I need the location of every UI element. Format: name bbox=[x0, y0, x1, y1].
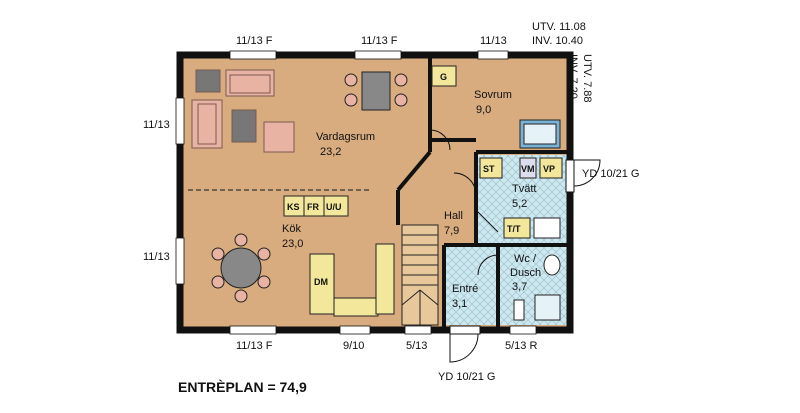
fixture-st: ST bbox=[483, 164, 495, 174]
fixture-g: G bbox=[440, 72, 447, 82]
room-entre-name: Entré bbox=[452, 283, 478, 295]
inv-label: INV. 10.40 bbox=[532, 35, 583, 47]
utv-label: UTV. 11.08 bbox=[532, 21, 586, 33]
room-vardagsrum-area: 23,2 bbox=[320, 146, 341, 158]
sovrum-fixtures bbox=[431, 65, 561, 149]
door-side-label: YD 10/21 G bbox=[582, 168, 639, 180]
plan-title: ENTRÈPLAN = 74,9 bbox=[178, 379, 307, 395]
window-left-upper: 11/13 bbox=[143, 119, 170, 131]
interior-walls bbox=[396, 55, 570, 330]
dining-table-kitchen bbox=[211, 233, 271, 303]
floor-entre bbox=[444, 245, 498, 325]
room-sovrum-area: 9,0 bbox=[476, 104, 491, 116]
room-kok-name: Kök bbox=[282, 223, 301, 235]
staircase bbox=[401, 224, 439, 326]
fixture-ks: KS bbox=[287, 202, 300, 212]
room-hall-area: 7,9 bbox=[444, 225, 459, 237]
window-bottom-left: 11/13 F bbox=[236, 340, 273, 352]
room-hall-name: Hall bbox=[444, 210, 463, 222]
window-top-left: 11/13 F bbox=[236, 35, 273, 47]
fixture-vm: VM bbox=[521, 164, 535, 174]
room-kok-area: 23,0 bbox=[282, 238, 303, 250]
window-bottom-mid: 9/10 bbox=[343, 340, 364, 352]
room-tvatt-name: Tvätt bbox=[512, 183, 536, 195]
fixture-uu: U/U bbox=[326, 202, 342, 212]
window-bottom-right: 5/13 R bbox=[505, 340, 537, 352]
window-left-lower: 11/13 bbox=[143, 251, 170, 263]
kitchen-cabinets bbox=[283, 195, 395, 317]
fixture-vp: VP bbox=[543, 164, 555, 174]
room-vardagsrum-name: Vardagsrum bbox=[316, 131, 375, 143]
room-entre-area: 3,1 bbox=[452, 298, 467, 310]
room-wc-name: Wc / bbox=[514, 253, 537, 265]
sofa-group bbox=[191, 69, 295, 153]
door-front-label: YD 10/21 G bbox=[438, 371, 495, 383]
room-wc-area: 3,7 bbox=[512, 281, 527, 293]
inv-right-label: INV. 7.20 bbox=[567, 54, 579, 99]
window-top-mid: 11/13 F bbox=[361, 35, 398, 47]
wc-fixtures bbox=[513, 254, 561, 321]
fixture-dm: DM bbox=[314, 277, 328, 287]
windows bbox=[175, 50, 537, 335]
doors bbox=[429, 129, 601, 363]
fixture-tt: T/T bbox=[507, 224, 521, 234]
window-bottom-stair: 5/13 bbox=[406, 340, 427, 352]
fixture-fr: FR bbox=[307, 202, 319, 212]
utv-right-label: UTV. 7.88 bbox=[581, 54, 593, 103]
tvatt-fixtures bbox=[479, 157, 563, 239]
room-sovrum-name: Sovrum bbox=[474, 89, 512, 101]
room-tvatt-area: 5,2 bbox=[512, 198, 527, 210]
dining-table-living bbox=[344, 71, 408, 111]
window-top-right: 11/13 bbox=[480, 35, 507, 47]
room-wc-name2: Dusch bbox=[510, 267, 541, 279]
